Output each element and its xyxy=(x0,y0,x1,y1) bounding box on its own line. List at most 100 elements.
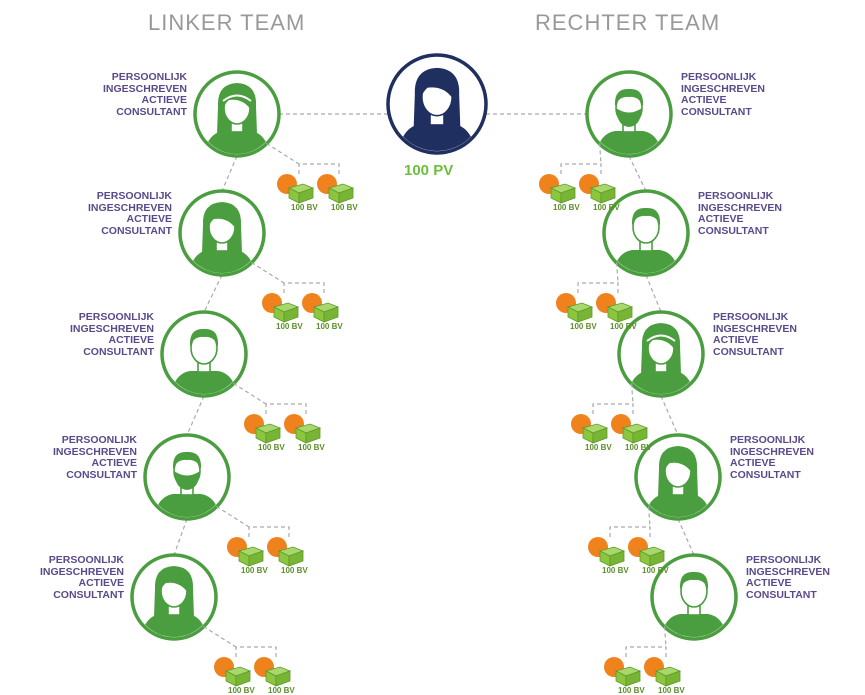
bv-connector xyxy=(648,506,651,528)
consultant-label-line: PERSOONLIJK xyxy=(746,554,822,566)
consultant-label-line: INGESCHREVEN xyxy=(102,82,187,95)
consultant-label-line: INGESCHREVEN xyxy=(746,565,831,578)
bv-group xyxy=(244,414,282,444)
bv-label: 100 BV xyxy=(658,686,685,695)
consultant-label-line: ACTIEVE xyxy=(91,457,137,469)
consultant-label-line: INGESCHREVEN xyxy=(87,201,172,214)
consultant-label-line: PERSOONLIJK xyxy=(78,311,154,323)
cash-box-front xyxy=(235,670,251,687)
bv-group xyxy=(227,537,265,567)
avatar-woman-long-hair xyxy=(130,553,218,641)
consultant-label-line: PERSOONLIJK xyxy=(681,71,757,83)
bv-label: 100 BV xyxy=(258,443,285,452)
avatar-woman-headband xyxy=(193,70,281,158)
consultant-label-line: PERSOONLIJK xyxy=(713,311,789,323)
bv-label: 100 BV xyxy=(570,322,597,331)
cash-box-front xyxy=(298,187,314,204)
bv-group xyxy=(262,293,300,323)
bv-connector xyxy=(625,646,667,657)
bv-label: 100 BV xyxy=(298,443,325,452)
bv-group xyxy=(628,537,666,567)
cash-box-front xyxy=(609,550,625,567)
bv-connector xyxy=(664,626,667,648)
connector-line xyxy=(221,155,238,192)
avatar-woman-headband xyxy=(617,310,705,398)
consultant-label-line: ACTIEVE xyxy=(108,334,154,346)
consultant-label-line: ACTIEVE xyxy=(126,213,172,225)
bv-label: 100 BV xyxy=(625,443,652,452)
bv-group xyxy=(317,174,355,204)
bv-group xyxy=(556,293,594,323)
cash-box-front xyxy=(248,550,264,567)
connector-line xyxy=(660,395,679,436)
cash-box-front xyxy=(288,550,304,567)
cash-box-front xyxy=(617,306,633,323)
consultant-label-line: ACTIEVE xyxy=(713,334,759,346)
consultant-label-line: PERSOONLIJK xyxy=(111,71,187,83)
connector-line xyxy=(186,395,205,436)
sponsor-avatar xyxy=(386,53,488,155)
avatar-man-beard xyxy=(143,433,231,521)
consultant-label-line: CONSULTANT xyxy=(730,468,801,481)
bv-connector xyxy=(560,163,602,174)
bv-connector xyxy=(298,163,340,174)
bv-label: 100 BV xyxy=(268,686,295,695)
bv-group xyxy=(254,657,292,687)
bv-connector xyxy=(251,261,285,284)
consultant-label-line: PERSOONLIJK xyxy=(48,554,124,566)
consultant-label-line: PERSOONLIJK xyxy=(730,434,806,446)
cash-box-front xyxy=(625,670,641,687)
bv-label: 100 BV xyxy=(276,322,303,331)
bv-connector xyxy=(283,282,325,293)
bv-label: 100 BV xyxy=(228,686,255,695)
consultant-label-line: CONSULTANT xyxy=(116,105,187,118)
avatar-woman-long-hair xyxy=(634,433,722,521)
bv-group xyxy=(539,174,577,204)
bv-group xyxy=(214,657,252,687)
bv-group xyxy=(302,293,340,323)
consultant-label-line: CONSULTANT xyxy=(66,468,137,481)
bv-connector xyxy=(248,526,290,537)
bv-label: 100 BV xyxy=(241,566,268,575)
connector-line xyxy=(628,155,647,192)
bv-connector xyxy=(609,526,651,537)
right-team-title: RECHTER TEAM xyxy=(535,10,721,35)
consultant-label-line: PERSOONLIJK xyxy=(698,190,774,202)
consultant-label-line: INGESCHREVEN xyxy=(698,201,783,214)
bv-connector xyxy=(265,403,307,414)
cash-box-front xyxy=(305,427,321,444)
cash-box-front xyxy=(323,306,339,323)
bv-label: 100 BV xyxy=(331,203,358,212)
bv-connector xyxy=(592,403,634,414)
avatar-man-short-hair xyxy=(650,553,738,641)
bv-group xyxy=(284,414,322,444)
bv-label: 100 BV xyxy=(593,203,620,212)
consultant-label-line: INGESCHREVEN xyxy=(730,445,815,458)
consultant-label-line: ACTIEVE xyxy=(746,577,792,589)
bv-label: 100 BV xyxy=(553,203,580,212)
bv-group xyxy=(588,537,626,567)
consultant-label-line: PERSOONLIJK xyxy=(61,434,137,446)
bv-group xyxy=(604,657,642,687)
cash-box-front xyxy=(338,187,354,204)
consultant-label-line: INGESCHREVEN xyxy=(69,322,154,335)
bv-connector xyxy=(266,142,300,165)
left-team-title: LINKER TEAM xyxy=(148,10,306,35)
consultant-label-line: INGESCHREVEN xyxy=(681,82,766,95)
consultant-label-line: CONSULTANT xyxy=(101,224,172,237)
cash-box-front xyxy=(600,187,616,204)
bv-group xyxy=(277,174,315,204)
cash-box-front xyxy=(649,550,665,567)
cash-box-front xyxy=(577,306,593,323)
consultant-label-line: CONSULTANT xyxy=(746,588,817,601)
consultant-label-line: ACTIEVE xyxy=(78,577,124,589)
consultant-label-line: INGESCHREVEN xyxy=(52,445,137,458)
